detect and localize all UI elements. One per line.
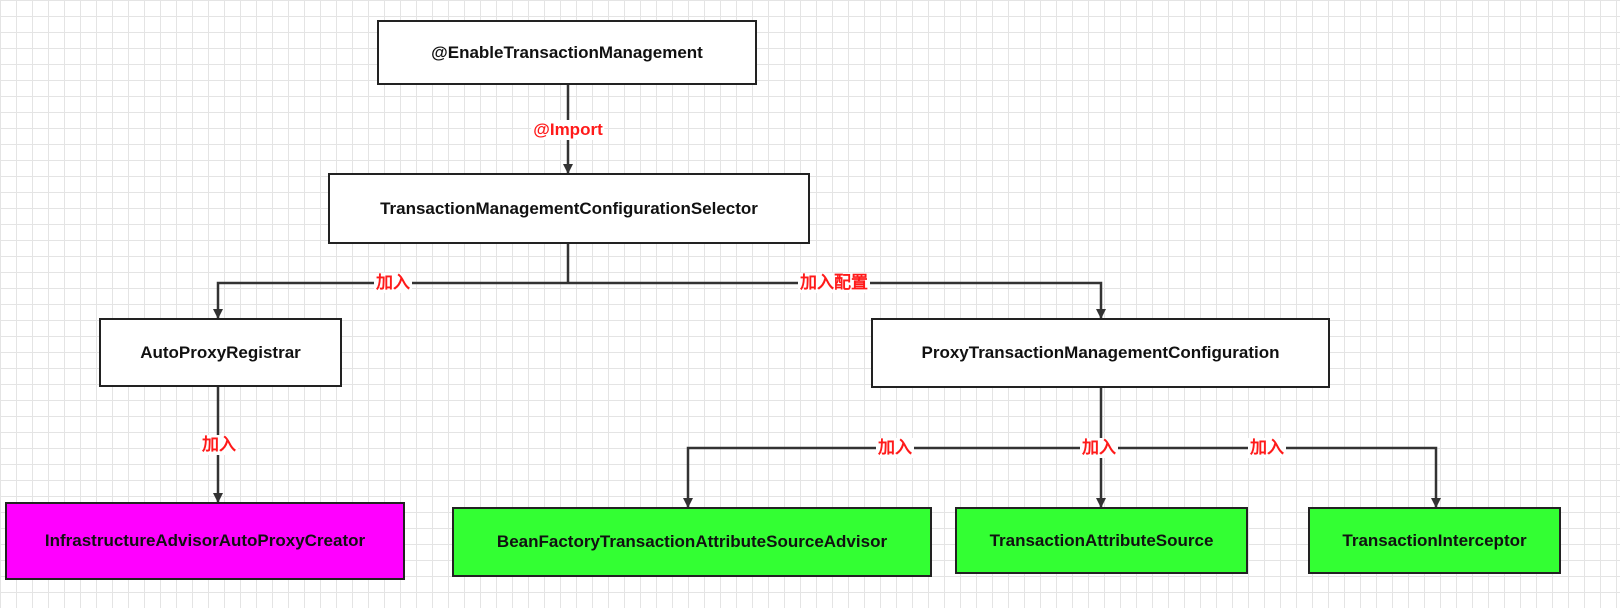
interceptor-node: TransactionInterceptor	[1308, 507, 1561, 574]
infra-creator-node: InfrastructureAdvisorAutoProxyCreator	[5, 502, 405, 580]
proxy-config-node: ProxyTransactionManagementConfiguration	[871, 318, 1330, 388]
interceptor-node-label: TransactionInterceptor	[1342, 530, 1527, 550]
edge-to-interceptor	[1101, 446, 1441, 508]
proxy-config-node-label: ProxyTransactionManagementConfiguration	[921, 343, 1280, 362]
registrar-node-label: AutoProxyRegistrar	[140, 342, 301, 362]
edge-label-add-creator: 加入	[200, 435, 238, 455]
edge-label-add-interceptor: 加入	[1248, 438, 1286, 458]
registrar-node: AutoProxyRegistrar	[99, 318, 342, 387]
edge-to-advisor	[683, 446, 1101, 508]
edge-label-import: @Import	[531, 120, 605, 140]
attr-source-node-label: TransactionAttributeSource	[989, 530, 1214, 550]
advisor-node: BeanFactoryTransactionAttributeSourceAdv…	[452, 507, 932, 577]
infra-creator-node-label: InfrastructureAdvisorAutoProxyCreator	[44, 531, 366, 550]
edge-label-add-attr-source: 加入	[1080, 438, 1118, 458]
edge-label-add-registrar: 加入	[374, 273, 412, 293]
selector-node: TransactionManagementConfigurationSelect…	[328, 173, 810, 244]
selector-node-label: TransactionManagementConfigurationSelect…	[380, 198, 758, 218]
edge-to-proxy-config	[568, 281, 1106, 319]
enable-transaction-management-node: @EnableTransactionManagement	[377, 20, 757, 85]
attr-source-node: TransactionAttributeSource	[955, 507, 1248, 574]
enable-node-label: @EnableTransactionManagement	[431, 42, 703, 62]
advisor-node-label: BeanFactoryTransactionAttributeSourceAdv…	[496, 532, 888, 551]
edge-label-add-advisor: 加入	[876, 438, 914, 458]
edge-to-registrar	[213, 281, 568, 319]
edge-label-add-config: 加入配置	[798, 273, 870, 293]
